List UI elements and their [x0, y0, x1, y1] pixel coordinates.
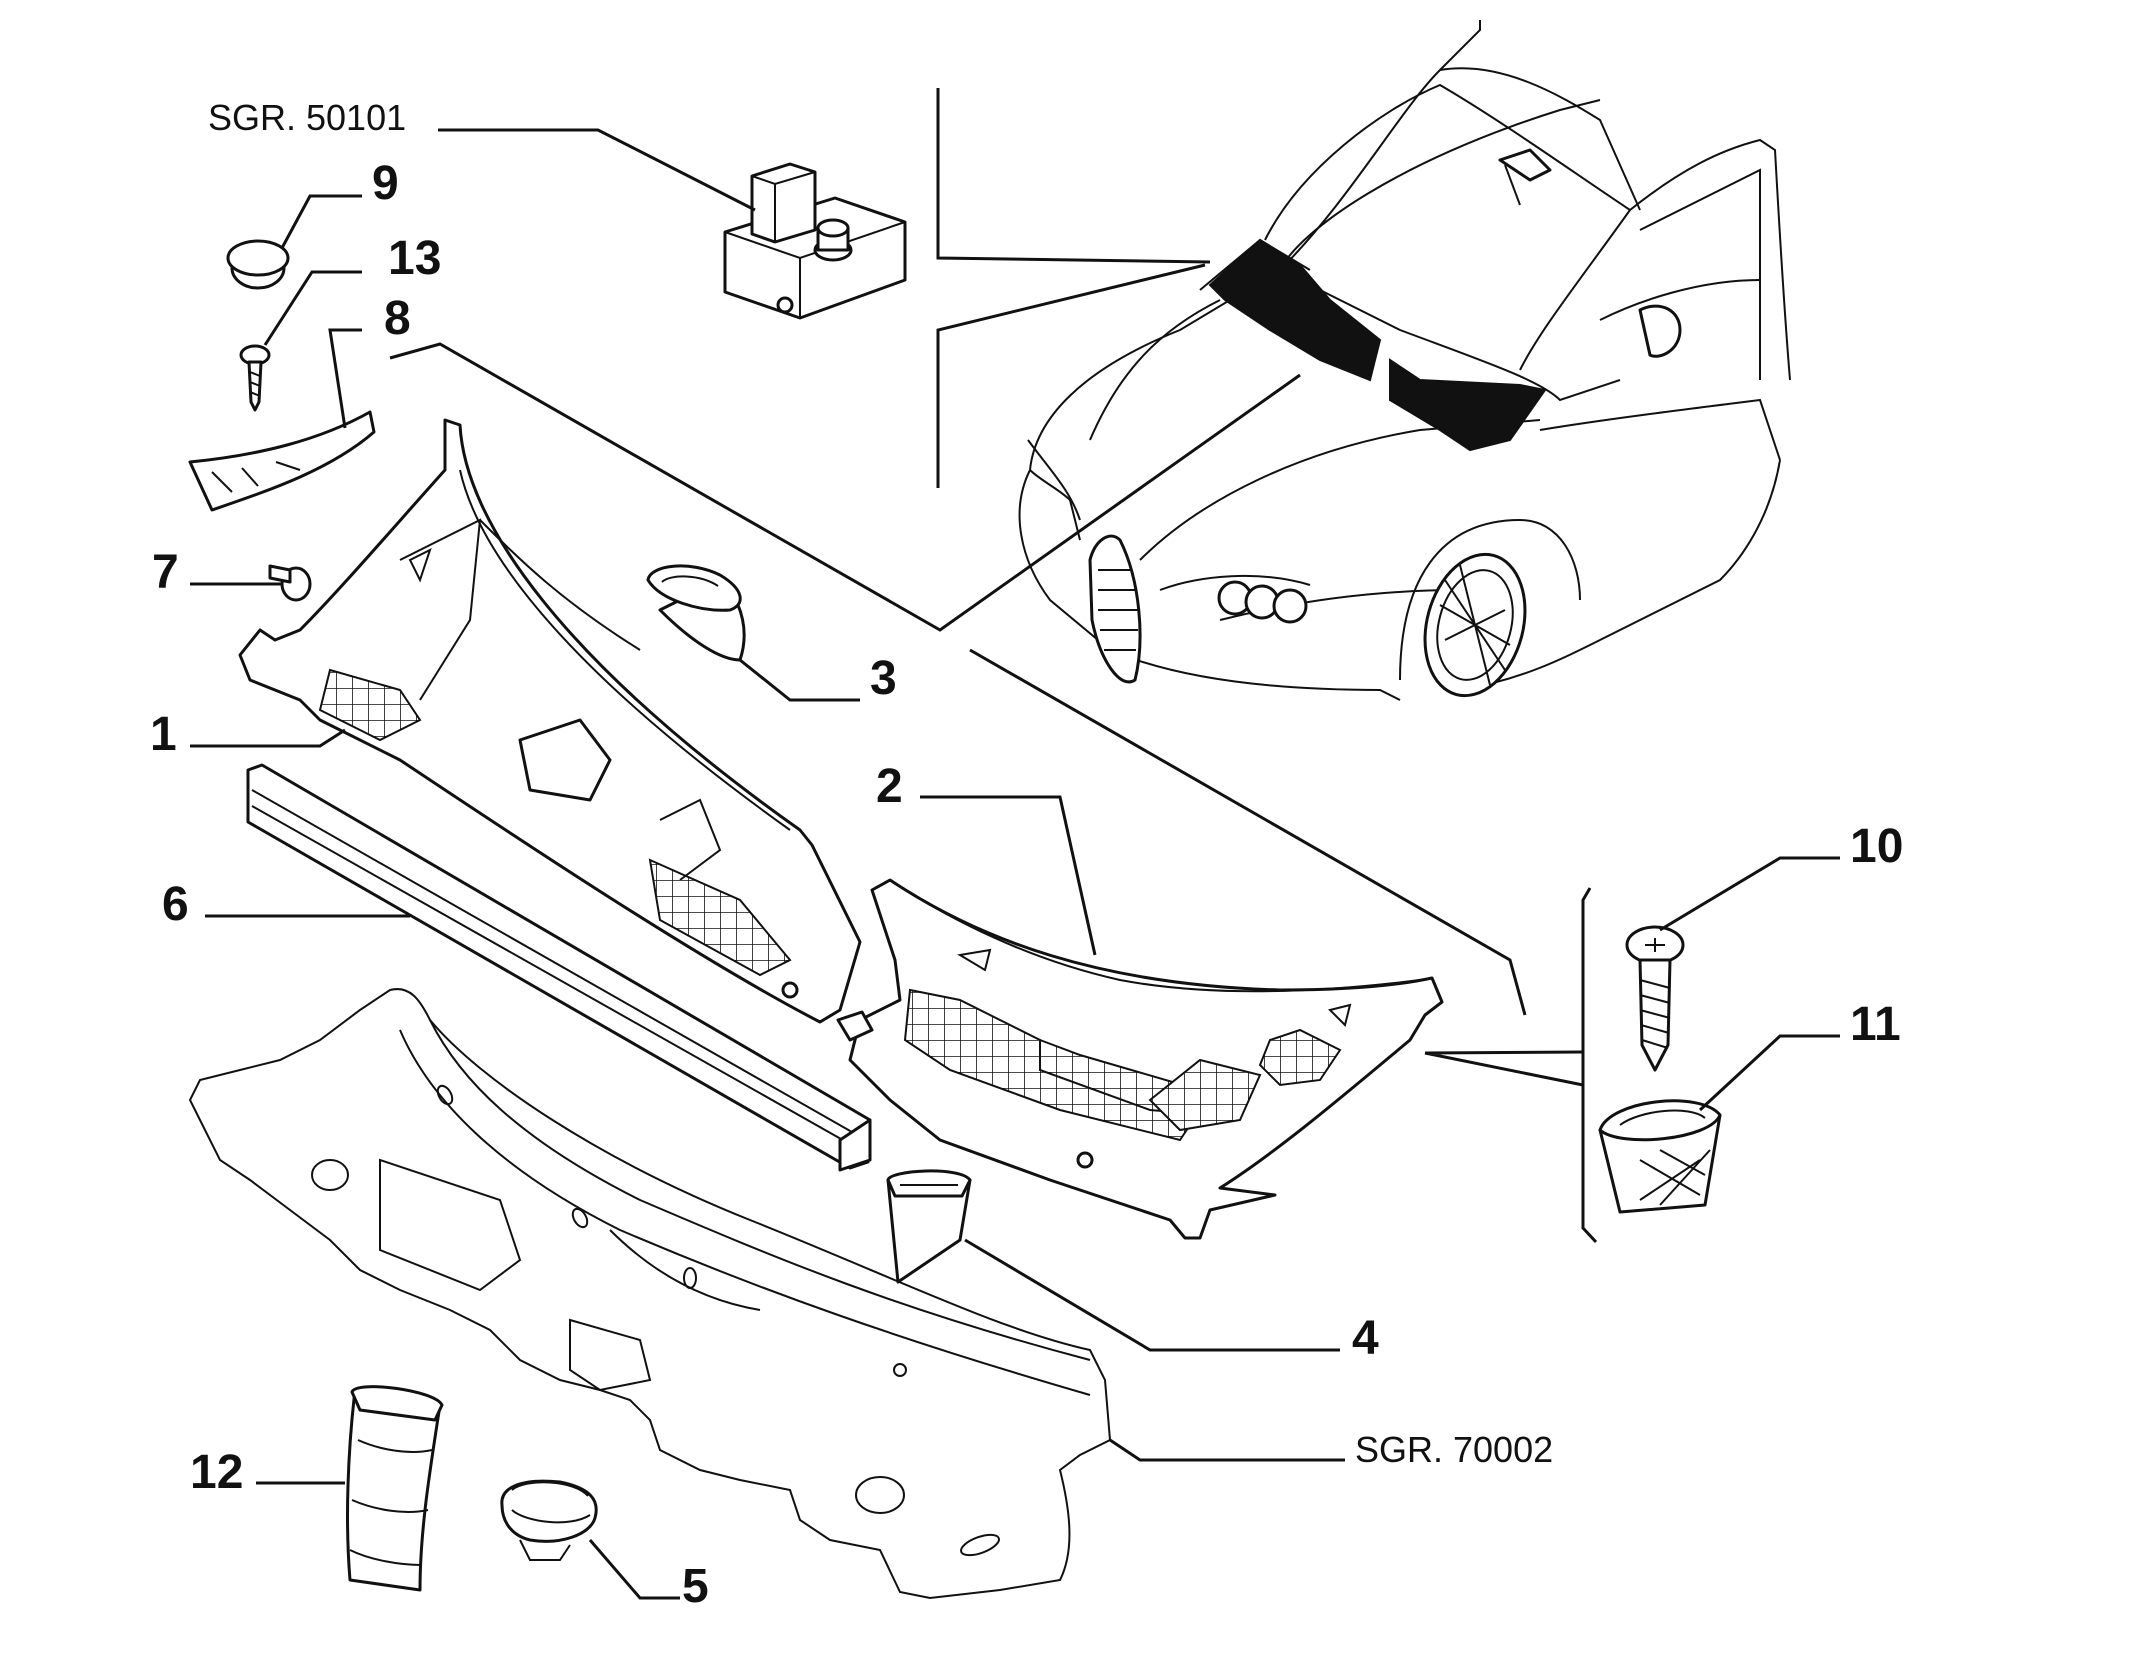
leader-2: [920, 795, 1097, 956]
callout-13: 13: [388, 232, 441, 285]
bracket-10-11: [1581, 887, 1598, 1244]
car-detail-leaders: [936, 88, 1211, 488]
leader-3: [739, 658, 860, 702]
leader-9: [280, 194, 362, 249]
callout-4: 4: [1352, 1312, 1379, 1365]
leader-2-bracket: [1424, 1050, 1584, 1087]
part-13-screw: [239, 344, 271, 412]
relay-unit-50101: [723, 162, 907, 320]
callout-2: 2: [876, 760, 903, 813]
leader-8: [328, 328, 362, 429]
part-5-grommet: [500, 1479, 598, 1561]
part-9-plug: [226, 239, 290, 290]
part-3-grommet: [646, 564, 746, 662]
part-6-seal-strip: [246, 763, 872, 1172]
callout-6: 6: [162, 878, 189, 931]
part-8-trim: [188, 410, 376, 512]
leader-10: [1659, 856, 1840, 932]
car-overview-illustration: [1018, 20, 1791, 701]
callout-3: 3: [870, 652, 897, 705]
part-11-clip-nut: [1598, 1099, 1722, 1214]
callout-1: 1: [150, 708, 177, 761]
bulkhead-panel-70002: [188, 988, 1112, 1600]
part-2-right-cowl-panel: [836, 878, 1444, 1240]
callout-11: 11: [1850, 998, 1901, 1051]
leader-13: [263, 270, 362, 346]
leader-4: [964, 1238, 1340, 1352]
leader-sgr-50101: [438, 128, 756, 212]
callout-5: 5: [682, 1560, 709, 1613]
ref-label-70002: SGR. 70002: [1355, 1429, 1553, 1470]
callout-9: 9: [372, 157, 399, 210]
part-12-tall-duct: [346, 1385, 444, 1592]
callout-8: 8: [384, 292, 411, 345]
leader-11: [1698, 1034, 1840, 1112]
part-1-left-cowl-panel: [238, 418, 862, 1024]
callout-7: 7: [152, 546, 179, 599]
part-10-screw: [1625, 925, 1685, 1072]
assembly-leader-lines: [389, 342, 1527, 1016]
leader-5: [588, 1539, 680, 1600]
leader-1: [190, 728, 346, 748]
ref-label-50101: SGR. 50101: [208, 97, 406, 138]
callout-12: 12: [190, 1446, 243, 1499]
callout-10: 10: [1850, 820, 1903, 873]
part-4-duct: [886, 1169, 972, 1284]
leader-sgr-70002: [1109, 1438, 1345, 1462]
